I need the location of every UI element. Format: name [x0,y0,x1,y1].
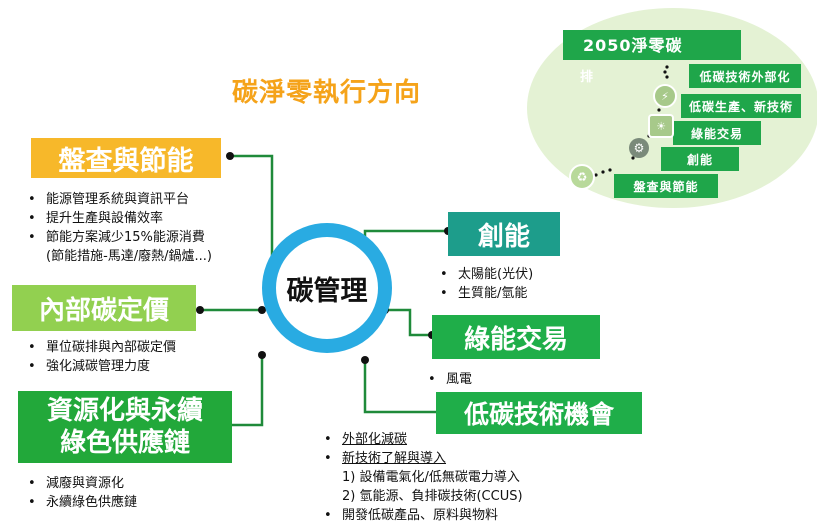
bullet-item: 提升生產與設備效率 [28,209,288,228]
connector-dot [196,306,204,314]
audit-bullets: 能源管理系統與資訊平台 提升生產與設備效率 節能方案減少15%能源消費 (節能措… [28,190,288,266]
lowcarbon-box: 低碳技術機會 [436,392,642,434]
bullet-item: 風電 [428,370,548,389]
goal-box: 2050淨零碳 [563,30,741,60]
factory-icon: ⚡ [653,84,677,108]
roadmap-step: 綠能交易 [673,121,761,145]
bullet-item: 太陽能(光伏) [440,265,600,284]
bullet-item: 生質能/氫能 [440,284,600,303]
bullet-item: 外部化減碳 [324,430,624,449]
green-trade-bullets: 風電 [428,370,548,389]
goal-label-line1: 2050淨零碳 [583,35,683,55]
create-label: 創能 [477,221,530,252]
resource-label-line2: 綠色供應鏈 [59,428,190,458]
roadmap-step: 低碳生產、新技術 [681,94,801,118]
bullet-item: 2) 氫能源、負排碳技術(CCUS) [342,489,523,504]
carbon-price-box: 內部碳定價 [12,285,196,331]
carbon-price-bullets: 單位碳排與內部碳定價 強化減碳管理力度 [28,338,248,376]
green-trade-label: 綠能交易 [463,324,568,355]
bullet-item: 減廢與資源化 [28,474,248,493]
bullet-item: (節能措施-馬達/廢熱/鍋爐...) [46,249,212,264]
bullet-item: 節能方案減少15%能源消費 [28,228,288,247]
roadmap-step-label: 低碳生產、新技術 [688,99,793,114]
resource-box: 資源化與永續 綠色供應鏈 [18,391,232,463]
audit-label: 盤查與節能 [58,145,194,177]
green-trade-box: 綠能交易 [432,315,600,359]
connector-dot [226,152,234,160]
bullet-text: 新技術了解與導入 [342,451,447,466]
solar-icon: ☀ [648,114,674,138]
roadmap-step: 低碳技術外部化 [689,64,801,88]
bullet-item: 強化減碳管理力度 [28,357,248,376]
create-bullets: 太陽能(光伏) 生質能/氫能 [440,265,600,303]
bullet-item: 永續綠色供應鏈 [28,493,248,512]
roadmap-step: 盤查與節能 [614,174,718,198]
connector-dot [361,356,369,364]
lowcarbon-bullets: 外部化減碳 新技術了解與導入 1) 設備電氣化/低無碳電力導入 2) 氫能源、負… [324,430,624,525]
bullet-item: 開發低碳產品、原料與物料 [324,506,624,525]
leaf-icon: ♻ [569,164,595,190]
bullet-item: 能源管理系統與資訊平台 [28,190,288,209]
resource-label-line1: 資源化與永續 [46,396,203,426]
audit-box: 盤查與節能 [31,138,221,178]
lowcarbon-label: 低碳技術機會 [463,400,614,429]
bullet-item: 1) 設備電氣化/低無碳電力導入 [342,470,520,485]
connector-dot [258,351,266,359]
connector-dot [258,306,266,314]
carbon-price-label: 內部碳定價 [38,295,169,326]
resource-bullets: 減廢與資源化 永續綠色供應鏈 [28,474,248,512]
create-box: 創能 [448,212,560,256]
bullet-item: 新技術了解與導入 [324,449,624,468]
gear-icon: ⚙ [629,138,649,158]
roadmap-step-label: 盤查與節能 [633,179,699,194]
roadmap-step-label: 創能 [686,152,713,167]
roadmap-step-label: 綠能交易 [690,126,743,141]
hub-label: 碳管理 [286,275,368,307]
bullet-item: 單位碳排與內部碳定價 [28,338,248,357]
goal-label-line2: 排 [580,70,594,85]
roadmap-step: 創能 [661,147,739,171]
bullet-text: 外部化減碳 [342,432,408,447]
roadmap-step-label: 低碳技術外部化 [699,69,791,84]
diagram-title: 碳淨零執行方向 [232,78,422,108]
